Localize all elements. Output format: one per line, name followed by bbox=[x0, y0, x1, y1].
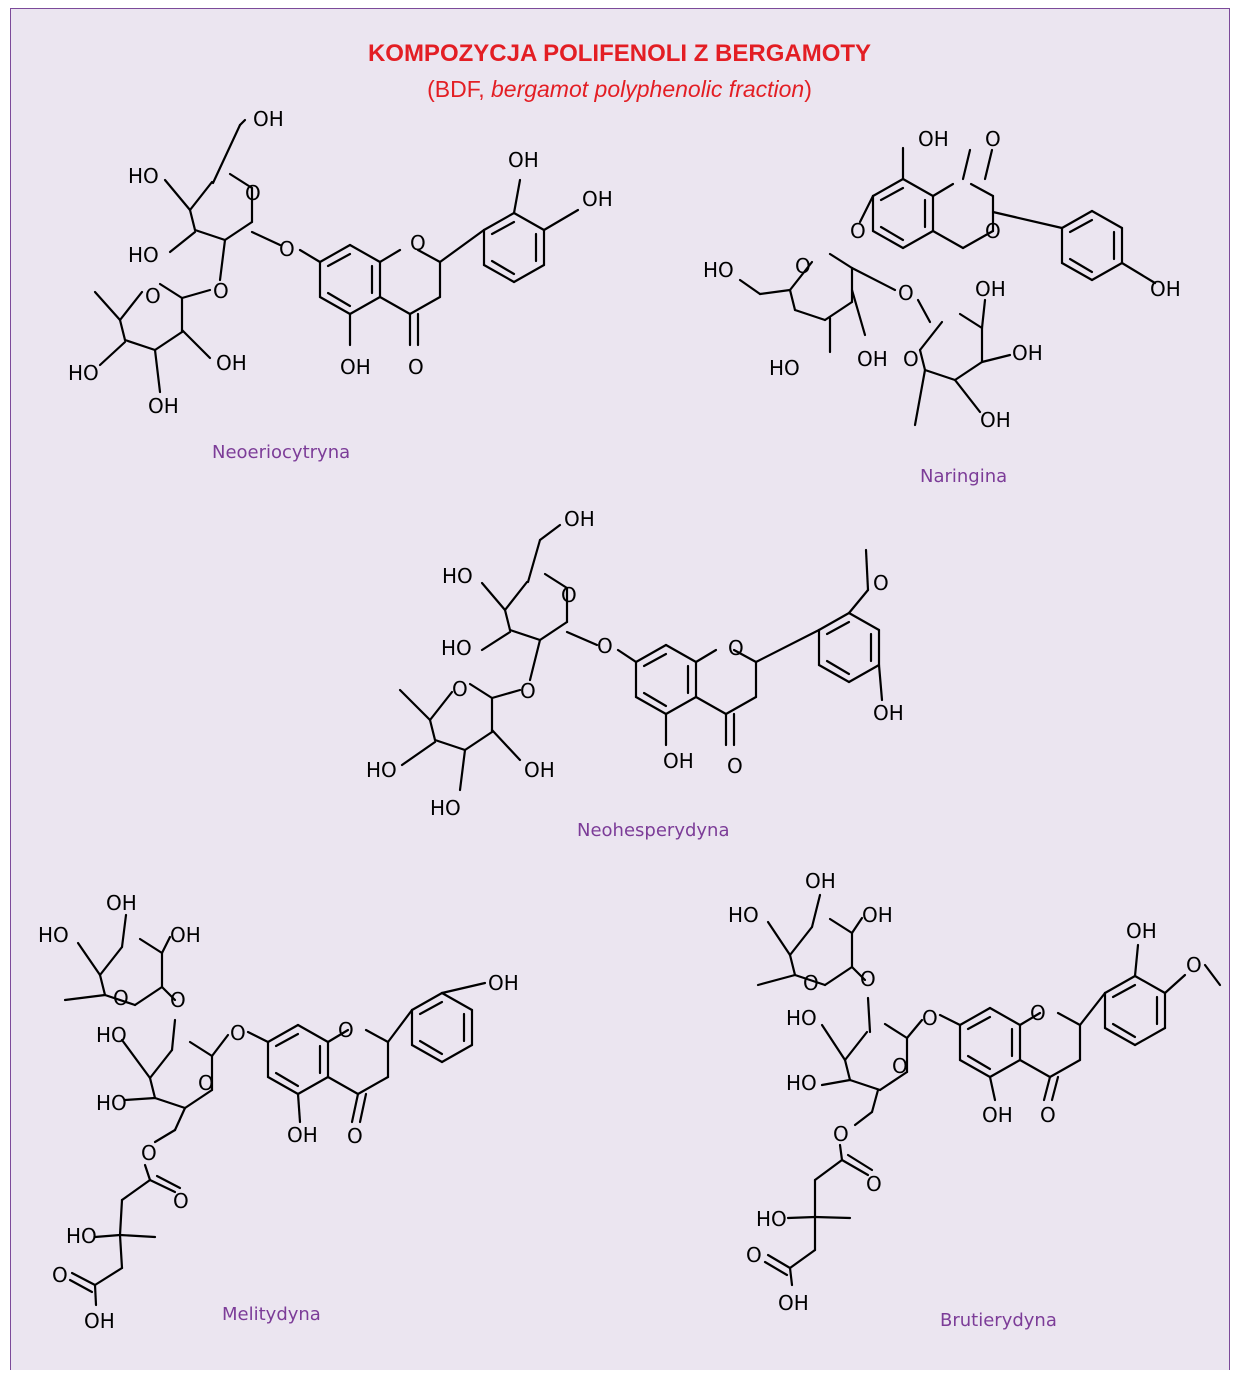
atom-label: OH bbox=[148, 394, 179, 418]
structure-naringina: OH O O O OH HO O O OH OH O HO OH OH Nari… bbox=[703, 127, 1181, 487]
atom-label: O bbox=[892, 1054, 908, 1078]
atom-label: O bbox=[1040, 1103, 1056, 1127]
atom-label: HO bbox=[430, 796, 461, 820]
atom-label: O bbox=[347, 1124, 363, 1148]
atom-label: OH bbox=[862, 903, 893, 927]
atom-label: HO bbox=[441, 636, 472, 660]
atom-label: HO bbox=[128, 243, 159, 267]
atom-label: O bbox=[520, 679, 536, 703]
atom-label: HO bbox=[756, 1207, 787, 1231]
atom-label: OH bbox=[1150, 277, 1181, 301]
atom-label: O bbox=[860, 967, 876, 991]
atom-label: O bbox=[408, 355, 424, 379]
compound-name: Brutierydyna bbox=[940, 1310, 1057, 1331]
atom-label: HO bbox=[703, 258, 734, 282]
subtitle-italic: bergamot polyphenolic fraction bbox=[490, 76, 805, 102]
atom-label: OH bbox=[488, 971, 519, 995]
compound-name: Neoeriocytryna bbox=[212, 442, 350, 463]
figure-subtitle: (BDF, bergamot polyphenolic fraction) bbox=[0, 76, 1239, 103]
atom-label: OH bbox=[1126, 919, 1157, 943]
atom-label: O bbox=[922, 1006, 938, 1030]
atom-label: O bbox=[746, 1243, 762, 1267]
atom-label: O bbox=[230, 1021, 246, 1045]
atom-label: O bbox=[898, 281, 914, 305]
figure-title: KOMPOZYCJA POLIFENOLI Z BERGAMOTY bbox=[367, 40, 872, 67]
structure-neoeriocytryna: OH HO O HO O O O HO OH OH O OH O OH OH N… bbox=[68, 107, 613, 463]
atom-label: OH bbox=[582, 187, 613, 211]
atom-label: O bbox=[279, 237, 295, 261]
atom-label: O bbox=[803, 971, 819, 995]
atom-label: O bbox=[1030, 1001, 1046, 1025]
atom-label: OH bbox=[663, 749, 694, 773]
compound-name: Neohesperydyna bbox=[577, 820, 729, 841]
atom-label: OH bbox=[216, 351, 247, 375]
atom-label: O bbox=[52, 1263, 68, 1287]
atom-label: HO bbox=[786, 1071, 817, 1095]
atom-label: O bbox=[113, 986, 129, 1010]
atom-label: OH bbox=[524, 758, 555, 782]
atom-label: O bbox=[850, 219, 866, 243]
atom-label: O bbox=[597, 634, 613, 658]
atom-label: O bbox=[985, 127, 1001, 151]
atom-label: OH bbox=[287, 1123, 318, 1147]
atom-label: OH bbox=[805, 869, 836, 893]
atom-label: O bbox=[452, 677, 468, 701]
compound-name: Naringina bbox=[920, 466, 1007, 487]
atom-label: HO bbox=[96, 1023, 127, 1047]
atom-label: O bbox=[795, 254, 811, 278]
atom-label: HO bbox=[38, 923, 69, 947]
atom-label: HO bbox=[366, 758, 397, 782]
atom-label: O bbox=[245, 181, 261, 205]
atom-label: OH bbox=[340, 355, 371, 379]
atom-label: OH bbox=[84, 1309, 115, 1333]
atom-label: OH bbox=[857, 347, 888, 371]
atom-label: O bbox=[338, 1018, 354, 1042]
atom-label: O bbox=[833, 1122, 849, 1146]
atom-label: O bbox=[170, 988, 186, 1012]
atom-label: O bbox=[213, 279, 229, 303]
atom-label: OH bbox=[1012, 341, 1043, 365]
atom-label: OH bbox=[918, 127, 949, 151]
atom-label: OH bbox=[975, 277, 1006, 301]
atom-label: HO bbox=[728, 903, 759, 927]
atom-label: O bbox=[198, 1071, 214, 1095]
atom-label: O bbox=[141, 1141, 157, 1165]
structure-brutierydyna: OH HO OH O O HO O HO O O O HO O OH O OH … bbox=[728, 869, 1222, 1331]
structure-neohesperydyna: OH HO O HO O O O HO OH HO O OH O O OH Ne… bbox=[366, 507, 904, 841]
atom-label: O bbox=[145, 284, 161, 308]
atom-label: O bbox=[561, 583, 577, 607]
atom-label: OH bbox=[778, 1291, 809, 1315]
atom-label: OH bbox=[508, 148, 539, 172]
atom-label: OH bbox=[982, 1103, 1013, 1127]
atom-label: O bbox=[903, 347, 919, 371]
atom-label: HO bbox=[786, 1006, 817, 1030]
atom-label: O bbox=[866, 1172, 882, 1196]
atom-label: OH bbox=[564, 507, 595, 531]
atom-label: OH bbox=[980, 408, 1011, 432]
atom-label: OH bbox=[253, 107, 284, 131]
atom-label: HO bbox=[96, 1091, 127, 1115]
atom-label: HO bbox=[128, 164, 159, 188]
atom-label: O bbox=[410, 231, 426, 255]
atom-label: O bbox=[1186, 953, 1202, 977]
atom-label: HO bbox=[68, 361, 99, 385]
structure-melitydyna: OH HO OH O O HO O HO O O O HO O OH O OH … bbox=[38, 891, 519, 1333]
atom-label: O bbox=[985, 219, 1001, 243]
atom-label: O bbox=[873, 571, 889, 595]
subtitle-suffix: ) bbox=[804, 76, 812, 102]
atom-label: OH bbox=[106, 891, 137, 915]
atom-label: O bbox=[727, 754, 743, 778]
atom-label: HO bbox=[442, 564, 473, 588]
atom-label: HO bbox=[769, 356, 800, 380]
atom-label: OH bbox=[170, 923, 201, 947]
compound-name: Melitydyna bbox=[222, 1304, 321, 1325]
atom-label: O bbox=[728, 636, 744, 660]
subtitle-prefix: (BDF, bbox=[427, 76, 491, 102]
atom-label: HO bbox=[66, 1224, 97, 1248]
atom-label: O bbox=[173, 1189, 189, 1213]
atom-label: OH bbox=[873, 701, 904, 725]
